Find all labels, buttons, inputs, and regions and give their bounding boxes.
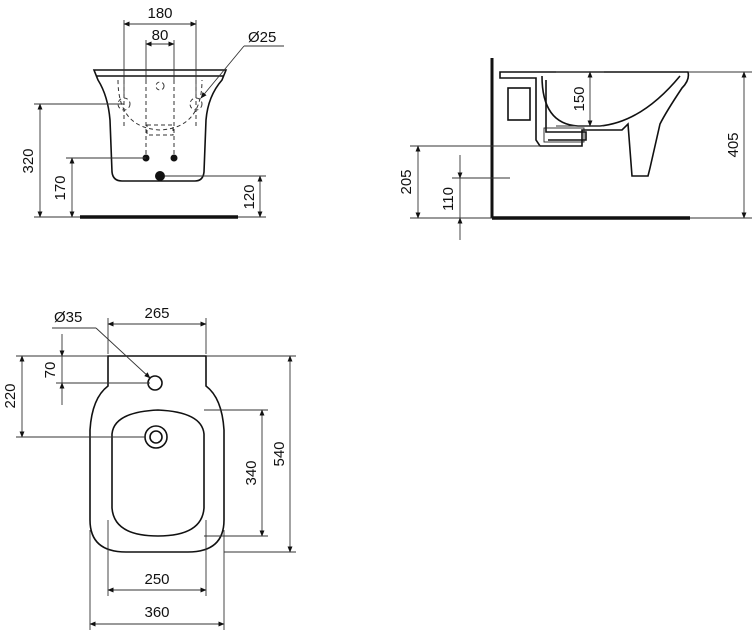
dim-265-label: 265: [144, 305, 169, 322]
front-tap-hole-hidden: [155, 81, 165, 91]
side-bowl-inner: [541, 75, 681, 127]
top-bowl-outline: [89, 355, 225, 553]
front-view: 180 80 Ø25 320 170 120: [20, 5, 284, 219]
side-view: 150 405 205 110: [398, 58, 752, 240]
front-supply-hole: [155, 171, 165, 181]
dim-250-label: 250: [144, 571, 169, 588]
dim-220-label: 220: [2, 383, 19, 408]
front-stud-right: [170, 154, 178, 162]
dim-120-label: 120: [241, 184, 258, 209]
side-carrier-frame: [507, 87, 531, 121]
top-inner-basin: [111, 409, 205, 537]
front-inner-bowl-hidden: [117, 79, 203, 131]
dim-405-label: 405: [725, 132, 742, 157]
side-trap-box: [543, 127, 585, 143]
dim-540-label: 540: [271, 441, 288, 466]
side-waste-pipe: [545, 80, 587, 141]
dim-150-label: 150: [571, 86, 588, 111]
dim-d35-label: Ø35: [54, 309, 82, 326]
dim-360-label: 360: [144, 604, 169, 621]
front-bowl-outline: [92, 69, 228, 182]
front-waste-outlet-hidden: [146, 124, 174, 136]
side-bowl-outline: [499, 71, 690, 177]
dim-80-label: 80: [152, 27, 169, 44]
dim-180-label: 180: [147, 5, 172, 22]
dim-170-label: 170: [52, 175, 69, 200]
dim-d25-label: Ø25: [248, 29, 276, 46]
dim-340-label: 340: [243, 460, 260, 485]
top-view: Ø35 265 70 220 340 540 250: [2, 305, 296, 630]
dim-320-label: 320: [20, 148, 37, 173]
top-tap-hole: [147, 375, 163, 391]
top-drain-inner: [149, 430, 163, 444]
dim-205-label: 205: [398, 169, 415, 194]
dim-110-label: 110: [440, 187, 457, 211]
top-drain-outer: [144, 425, 168, 449]
dim-70-label: 70: [42, 362, 59, 379]
